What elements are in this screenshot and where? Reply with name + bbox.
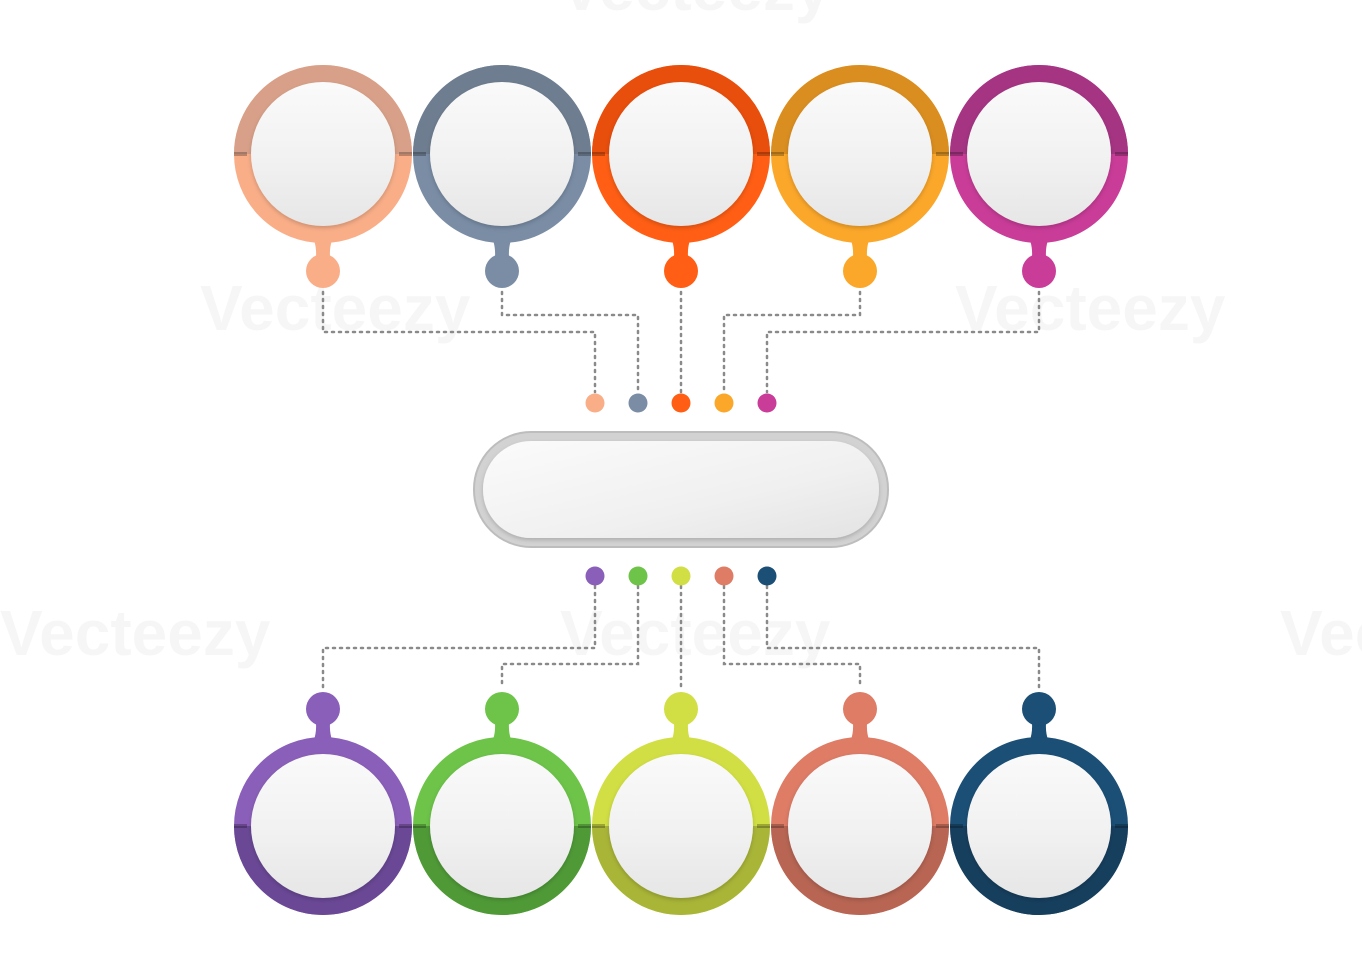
- hub-dots: [585, 393, 777, 586]
- ring-seam: [578, 824, 591, 828]
- bottom-node-5[interactable]: [950, 692, 1128, 915]
- node-inner-disk: [609, 82, 753, 226]
- node-inner-disk: [788, 754, 932, 898]
- ring-seam: [771, 824, 784, 828]
- hub-dot-top-2: [628, 393, 648, 413]
- top-node-4[interactable]: [771, 65, 949, 288]
- watermark-text: Vecteezy: [0, 597, 271, 669]
- ring-seam: [399, 152, 412, 156]
- ring-seam: [592, 824, 605, 828]
- hub-dot-top-5: [757, 393, 777, 413]
- node-knob: [485, 692, 519, 726]
- bottom-node-row: [234, 692, 1128, 915]
- node-inner-disk: [967, 754, 1111, 898]
- ring-seam: [413, 824, 426, 828]
- top-connector: [722, 290, 862, 394]
- bottom-connector: [321, 584, 597, 690]
- watermark-text: Vecteezy: [1280, 597, 1362, 669]
- node-knob: [306, 692, 340, 726]
- hub-dot-bottom-2: [628, 566, 648, 586]
- node-inner-disk: [251, 754, 395, 898]
- ring-seam: [1115, 152, 1128, 156]
- hub-dot-bottom-4: [714, 566, 734, 586]
- watermark-text: Vecteezy: [560, 597, 831, 669]
- hub-dot-top-1: [585, 393, 605, 413]
- node-ring-shade: [950, 826, 1128, 915]
- ring-seam: [234, 824, 247, 828]
- node-knob: [1022, 692, 1056, 726]
- ring-seam: [757, 152, 770, 156]
- ring-seam: [936, 824, 949, 828]
- node-ring-shade: [950, 65, 1128, 154]
- hub-dot-top-4: [714, 393, 734, 413]
- node-knob: [664, 254, 698, 288]
- top-connector: [500, 290, 640, 394]
- bottom-connector: [500, 584, 640, 690]
- ring-seam: [950, 152, 963, 156]
- node-knob: [306, 254, 340, 288]
- node-ring-shade: [592, 65, 770, 154]
- ring-seam: [1115, 824, 1128, 828]
- top-node-1[interactable]: [234, 65, 412, 288]
- node-inner-disk: [430, 82, 574, 226]
- node-knob: [843, 254, 877, 288]
- watermark-text: Vecteezy: [560, 0, 831, 24]
- top-node-2[interactable]: [413, 65, 591, 288]
- ring-seam: [234, 152, 247, 156]
- node-knob: [843, 692, 877, 726]
- node-knob: [664, 692, 698, 726]
- watermark-text: Vecteezy: [955, 272, 1226, 344]
- node-ring-shade: [234, 65, 412, 154]
- ring-seam: [413, 152, 426, 156]
- top-node-5[interactable]: [950, 65, 1128, 288]
- hub-dot-bottom-3: [671, 566, 691, 586]
- node-ring-shade: [771, 826, 949, 915]
- node-inner-disk: [251, 82, 395, 226]
- ring-seam: [936, 152, 949, 156]
- hub-dot-top-3: [671, 393, 691, 413]
- node-knob: [485, 254, 519, 288]
- ring-seam: [757, 824, 770, 828]
- bottom-connector: [722, 584, 862, 690]
- ring-seam: [771, 152, 784, 156]
- ring-seam: [950, 824, 963, 828]
- node-ring-shade: [413, 826, 591, 915]
- node-inner-disk: [788, 82, 932, 226]
- node-ring-shade: [413, 65, 591, 154]
- node-ring-shade: [771, 65, 949, 154]
- node-inner-disk: [609, 754, 753, 898]
- top-node-3[interactable]: [592, 65, 770, 288]
- top-connector: [765, 290, 1041, 394]
- top-node-row: [234, 65, 1128, 288]
- node-inner-disk: [967, 82, 1111, 226]
- bottom-node-2[interactable]: [413, 692, 591, 915]
- top-connector: [321, 290, 597, 394]
- bottom-connector: [765, 584, 1041, 690]
- ring-seam: [399, 824, 412, 828]
- node-inner-disk: [430, 754, 574, 898]
- node-knob: [1022, 254, 1056, 288]
- bottom-node-1[interactable]: [234, 692, 412, 915]
- center-box[interactable]: [473, 431, 889, 548]
- ring-seam: [578, 152, 591, 156]
- hub-dot-bottom-1: [585, 566, 605, 586]
- hub-dot-bottom-5: [757, 566, 777, 586]
- bottom-node-4[interactable]: [771, 692, 949, 915]
- node-ring-shade: [592, 826, 770, 915]
- bottom-node-3[interactable]: [592, 692, 770, 915]
- ring-seam: [592, 152, 605, 156]
- node-ring-shade: [234, 826, 412, 915]
- connector-lines: [321, 290, 1041, 690]
